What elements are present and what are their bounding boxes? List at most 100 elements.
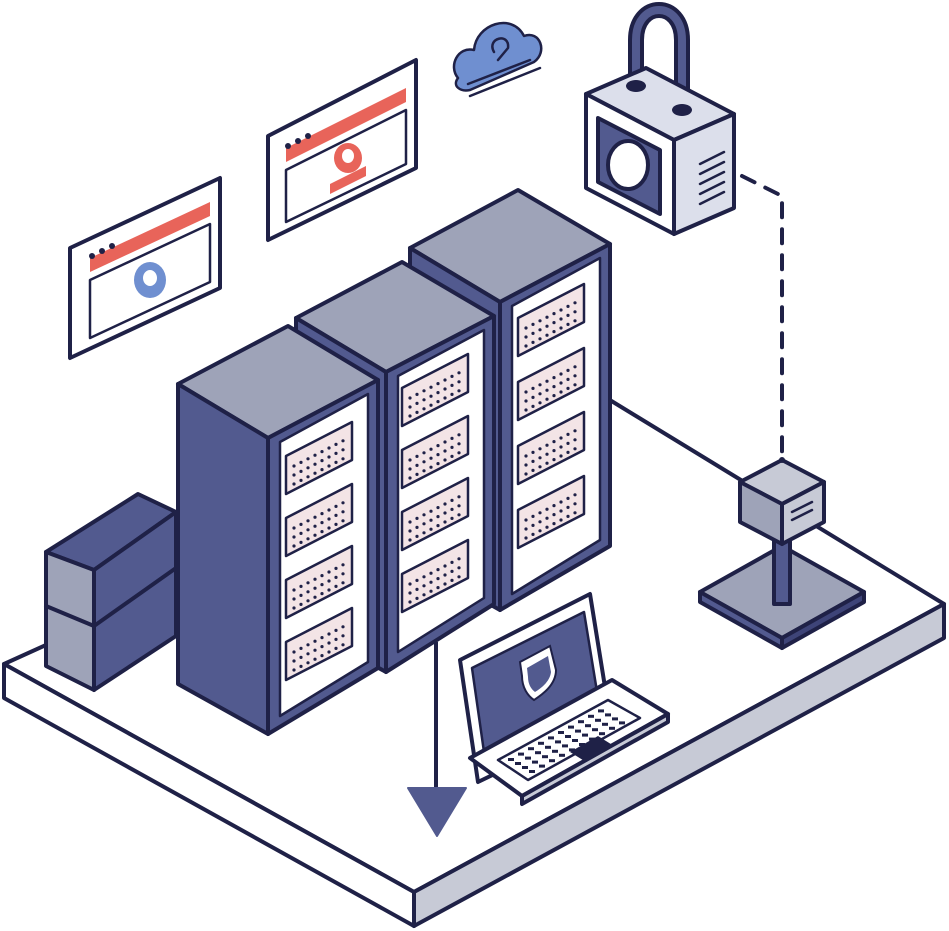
vent-dot	[327, 526, 331, 530]
vent-dot	[299, 646, 303, 651]
rack-3-units	[516, 282, 586, 550]
vent-dot	[306, 519, 310, 523]
vent-dot	[566, 377, 570, 381]
vent-dot	[306, 466, 310, 470]
server-rack-2	[294, 260, 496, 674]
vent-dot	[573, 502, 577, 506]
vent-dot	[559, 381, 563, 385]
keyboard-key	[609, 726, 615, 730]
keyboard-key	[569, 748, 575, 752]
vent-dot	[334, 575, 338, 580]
vent-dot	[313, 453, 317, 457]
vent-dot	[422, 451, 426, 455]
padlock-icon	[584, 2, 736, 236]
vent-dot	[538, 520, 542, 524]
vent-dot	[320, 583, 324, 587]
vent-dot	[457, 380, 461, 384]
vent-dot	[436, 462, 440, 466]
vent-dot	[292, 668, 296, 672]
vent-dot	[531, 322, 535, 326]
keyboard-key	[619, 721, 625, 725]
vent-dot	[531, 386, 535, 390]
vent-dot	[415, 516, 419, 521]
keyboard-key	[602, 722, 608, 726]
vent-dot	[327, 446, 331, 450]
keyboard-key	[542, 755, 548, 759]
vent-dot	[531, 532, 535, 537]
keyboard-key	[592, 728, 598, 732]
vent-dot	[429, 394, 433, 398]
vent-dot	[524, 472, 528, 476]
vent-dot	[320, 521, 324, 525]
vent-dot	[545, 516, 549, 520]
vent-dot	[327, 464, 331, 468]
vent-dot	[436, 382, 440, 386]
vent-dot	[573, 438, 577, 442]
vent-dot	[538, 456, 542, 460]
vent-dot	[457, 442, 461, 446]
vent-dot	[327, 517, 331, 521]
vent-dot	[327, 508, 331, 512]
vent-dot	[415, 392, 419, 396]
vent-dot	[320, 645, 324, 649]
vent-dot	[457, 504, 461, 508]
vent-dot	[443, 502, 447, 506]
keyboard-key	[585, 724, 591, 728]
vent-dot	[450, 445, 454, 449]
keyboard-key	[582, 733, 588, 737]
vent-dot	[327, 570, 331, 574]
vent-dot	[341, 563, 345, 567]
vent-dot	[292, 482, 296, 486]
padlock-keyhole	[606, 139, 650, 191]
vent-dot	[436, 586, 440, 590]
vent-dot	[545, 461, 549, 465]
vent-dot	[415, 410, 419, 414]
vent-dot	[531, 404, 535, 408]
vent-dot	[429, 465, 433, 469]
keyboard-key	[575, 729, 581, 733]
vent-dot	[320, 592, 324, 596]
vent-dot	[545, 443, 549, 447]
vent-dot	[524, 518, 528, 522]
vent-dot	[531, 450, 535, 454]
vent-dot	[545, 397, 549, 401]
vent-dot	[341, 625, 345, 629]
user-icon	[330, 143, 366, 194]
vent-dot	[531, 514, 535, 519]
vent-dot	[429, 456, 433, 460]
vent-dot	[538, 447, 542, 451]
vent-dot	[408, 458, 412, 462]
vent-dot	[545, 388, 549, 392]
vent-dot	[429, 518, 433, 522]
vent-dot	[552, 330, 556, 334]
keyboard-key	[559, 753, 565, 757]
vent-dot	[531, 340, 535, 344]
keyboard-key	[578, 720, 584, 724]
vent-dot	[422, 531, 426, 535]
vent-dot	[566, 432, 570, 436]
vent-dot	[545, 379, 549, 383]
vent-dot	[450, 498, 454, 502]
vent-dot	[306, 581, 310, 585]
vent-dot	[450, 454, 454, 458]
vent-dot	[327, 650, 331, 654]
vent-dot	[429, 580, 433, 584]
vent-dot	[450, 516, 454, 521]
vent-dot	[450, 374, 454, 378]
vent-dot	[299, 469, 303, 473]
vent-dot	[306, 475, 310, 479]
keyboard-key	[588, 714, 594, 718]
keyboard-key	[612, 717, 618, 721]
vent-dot	[292, 650, 296, 654]
vent-dot	[334, 442, 338, 446]
laptop-trackpad	[570, 736, 614, 762]
keyboard-key	[525, 756, 531, 760]
vent-dot	[299, 593, 303, 598]
vent-dot	[306, 652, 310, 656]
vent-dot	[422, 460, 426, 464]
vent-dot	[292, 606, 296, 610]
vent-dot	[457, 495, 461, 499]
vent-dot	[524, 536, 528, 540]
vent-dot	[408, 600, 412, 604]
vent-dot	[313, 471, 317, 475]
